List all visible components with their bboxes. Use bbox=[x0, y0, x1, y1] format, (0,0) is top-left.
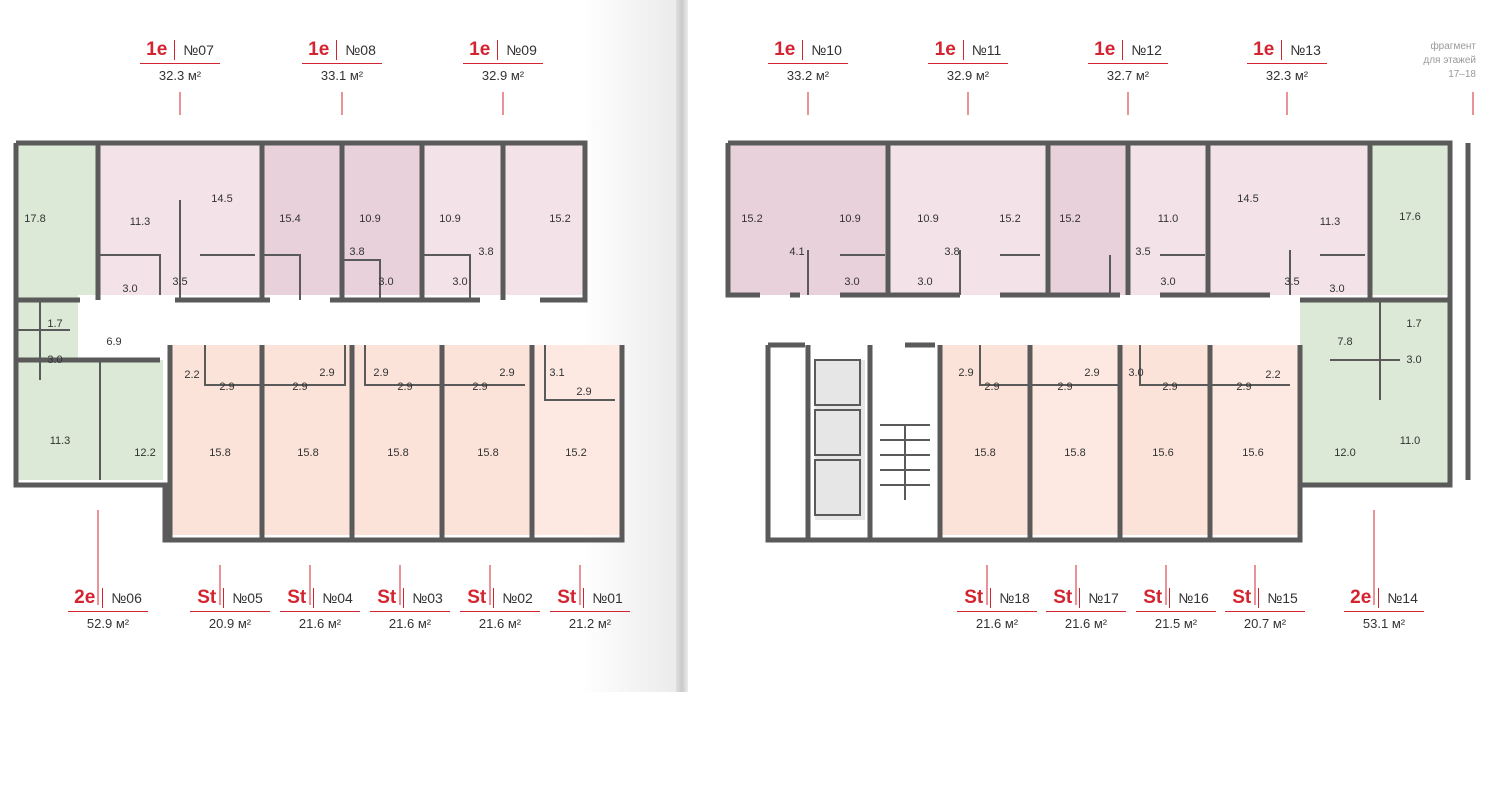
room-area-label: 3.0 bbox=[917, 276, 932, 288]
room-area-label: 12.2 bbox=[134, 447, 155, 459]
left-fills bbox=[18, 145, 622, 535]
floors-fragment-note: фрагмент для этажей 17–18 bbox=[1410, 40, 1476, 82]
room-area-label: 15.8 bbox=[297, 447, 318, 459]
room-area-label: 10.9 bbox=[359, 213, 380, 225]
room-area-label: 2.9 bbox=[1057, 381, 1072, 393]
room-area-label: 11.3 bbox=[1320, 216, 1341, 228]
room-area-label: 15.6 bbox=[1152, 447, 1173, 459]
room-area-label: 15.2 bbox=[741, 213, 762, 225]
room-area-label: 2.9 bbox=[1162, 381, 1177, 393]
room-area-label: 17.8 bbox=[24, 213, 45, 225]
room-area-label: 3.0 bbox=[1329, 283, 1344, 295]
room-area-label: 3.0 bbox=[1406, 354, 1421, 366]
room-area-label: 11.3 bbox=[130, 216, 151, 228]
room-area-label: 15.8 bbox=[974, 447, 995, 459]
room-area-label: 15.2 bbox=[999, 213, 1020, 225]
room-area-label: 11.3 bbox=[50, 435, 71, 447]
room-area-label: 3.5 bbox=[1284, 276, 1299, 288]
room-area-label: 14.5 bbox=[211, 193, 232, 205]
right-walls bbox=[725, 140, 1471, 543]
room-area-label: 4.1 bbox=[789, 246, 804, 258]
room-area-label: 1.7 bbox=[1406, 318, 1421, 330]
room-area-label: 2.9 bbox=[219, 381, 234, 393]
room-area-label: 2.9 bbox=[292, 381, 307, 393]
room-area-label: 10.9 bbox=[439, 213, 460, 225]
room-area-label: 7.8 bbox=[1337, 336, 1352, 348]
room-area-label: 2.9 bbox=[472, 381, 487, 393]
room-area-label: 2.2 bbox=[1265, 369, 1280, 381]
room-area-label: 3.0 bbox=[47, 354, 62, 366]
right-inner-walls bbox=[807, 250, 1400, 516]
room-area-label: 15.8 bbox=[209, 447, 230, 459]
right-fills bbox=[730, 145, 1450, 535]
room-area-label: 3.0 bbox=[844, 276, 859, 288]
page-gutter bbox=[676, 0, 688, 692]
room-area-label: 15.8 bbox=[477, 447, 498, 459]
left-inner-walls bbox=[18, 200, 615, 480]
room-area-label: 15.8 bbox=[387, 447, 408, 459]
fragment-note-line-1: фрагмент bbox=[1430, 41, 1476, 52]
room-area-label: 3.0 bbox=[1128, 367, 1143, 379]
room-area-label: 2.9 bbox=[576, 386, 591, 398]
room-area-label: 2.9 bbox=[1236, 381, 1251, 393]
room-area-label: 10.9 bbox=[917, 213, 938, 225]
room-area-label: 11.0 bbox=[1158, 213, 1179, 225]
room-area-label: 14.5 bbox=[1237, 193, 1258, 205]
room-area-label: 15.2 bbox=[1059, 213, 1080, 225]
room-area-label: 15.2 bbox=[549, 213, 570, 225]
room-area-label: 2.9 bbox=[984, 381, 999, 393]
room-area-label: 15.6 bbox=[1242, 447, 1263, 459]
room-area-label: 3.0 bbox=[122, 283, 137, 295]
room-area-label: 3.8 bbox=[944, 246, 959, 258]
room-area-label: 15.2 bbox=[565, 447, 586, 459]
room-area-label: 6.9 bbox=[106, 336, 121, 348]
room-area-label: 10.9 bbox=[839, 213, 860, 225]
room-area-label: 3.8 bbox=[349, 246, 364, 258]
room-area-label: 1.7 bbox=[47, 318, 62, 330]
room-area-label: 15.8 bbox=[1064, 447, 1085, 459]
left-walls bbox=[13, 140, 625, 543]
room-area-label: 11.0 bbox=[1400, 435, 1421, 447]
room-area-label: 17.6 bbox=[1399, 211, 1420, 223]
room-labels: 17.8 11.3 14.5 15.4 10.9 10.9 15.2 3.0 3… bbox=[24, 193, 1421, 459]
fragment-note-line-3: 17–18 bbox=[1448, 69, 1476, 80]
room-area-label: 12.0 bbox=[1334, 447, 1355, 459]
room-area-label: 3.0 bbox=[1160, 276, 1175, 288]
room-area-label: 2.2 bbox=[184, 369, 199, 381]
room-area-label: 2.9 bbox=[958, 367, 973, 379]
room-area-label: 3.5 bbox=[1135, 246, 1150, 258]
room-area-label: 3.5 bbox=[172, 276, 187, 288]
room-area-label: 3.8 bbox=[478, 246, 493, 258]
room-area-label: 2.9 bbox=[397, 381, 412, 393]
leader-lines bbox=[97, 92, 1474, 605]
room-area-label: 2.9 bbox=[1084, 367, 1099, 379]
room-area-label: 2.9 bbox=[319, 367, 334, 379]
room-area-label: 2.9 bbox=[499, 367, 514, 379]
room-area-label: 15.4 bbox=[279, 213, 300, 225]
room-area-label: 2.9 bbox=[373, 367, 388, 379]
room-area-label: 3.0 bbox=[452, 276, 467, 288]
floor-plan: 17.8 11.3 14.5 15.4 10.9 10.9 15.2 3.0 3… bbox=[13, 92, 1474, 605]
room-area-label: 3.0 bbox=[378, 276, 393, 288]
fragment-note-line-2: для этажей bbox=[1423, 55, 1476, 66]
room-area-label: 3.1 bbox=[549, 367, 564, 379]
